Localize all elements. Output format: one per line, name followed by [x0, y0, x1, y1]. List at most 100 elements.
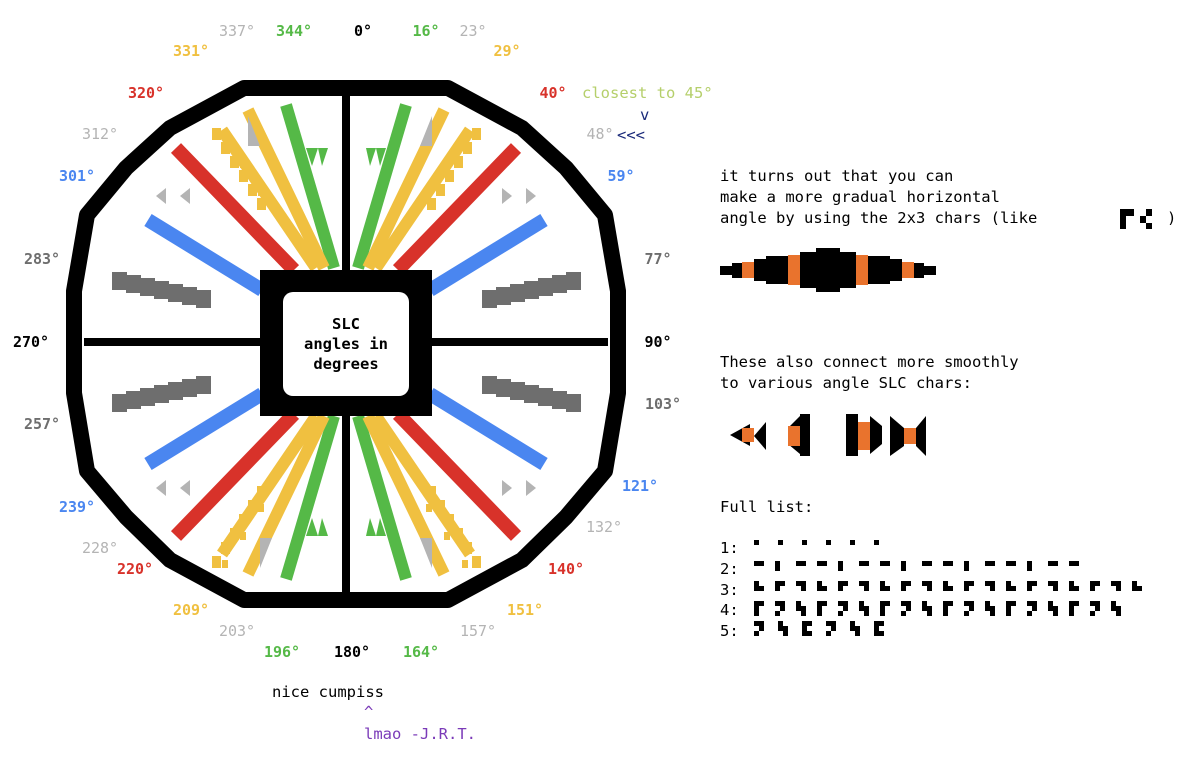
list-glyph-pixel	[1132, 581, 1137, 586]
stair-step	[482, 376, 497, 394]
cluster-pixel	[222, 132, 228, 140]
demo-block	[856, 255, 868, 285]
list-glyph-pixel	[754, 561, 759, 566]
inline-glyph	[1146, 223, 1152, 229]
list-glyph-pixel	[964, 601, 969, 606]
cluster-pixel	[427, 198, 436, 210]
list-glyph-pixel	[807, 621, 812, 626]
connector-shape	[870, 416, 882, 454]
list-glyph-pixel	[901, 566, 906, 571]
list-glyph-pixel	[780, 601, 785, 606]
list-glyph-pixel	[802, 626, 807, 631]
yellow-pixel-cluster	[212, 486, 266, 568]
angle-label: 23°	[459, 22, 486, 40]
list-glyph-pixel	[885, 561, 890, 566]
spoke-red	[392, 409, 522, 541]
list-glyph-pixel	[783, 626, 788, 631]
list-glyph-pixel	[1095, 601, 1100, 606]
angle-label: 337°	[219, 22, 255, 40]
list-glyph-pixel	[1090, 611, 1095, 616]
list-glyph-pixel	[817, 581, 822, 586]
demo-block	[742, 262, 754, 278]
stair-step	[196, 376, 211, 394]
angle-label: 344°	[276, 22, 312, 40]
list-glyph-pixel	[874, 626, 879, 631]
list-glyph-pixel	[880, 586, 885, 591]
inline-glyph	[1146, 209, 1152, 216]
center-label-line-2: angles in	[304, 335, 388, 353]
spoke-green	[280, 103, 340, 270]
list-glyph-pixel	[964, 581, 969, 586]
stair-step	[496, 379, 511, 397]
spoke-green	[280, 414, 340, 581]
cluster-pixel	[444, 160, 450, 168]
list-glyph-pixel	[859, 561, 864, 566]
triangle-marker	[366, 518, 376, 536]
angle-label: 331°	[173, 42, 209, 60]
list-glyph-pixel	[1116, 606, 1121, 611]
cluster-pixel	[454, 156, 463, 168]
glyph-list	[754, 540, 1142, 636]
angle-label: 29°	[493, 42, 520, 60]
cluster-pixel	[239, 170, 248, 182]
spoke-blue	[426, 388, 548, 470]
angle-label: 270°	[13, 333, 49, 351]
spoke-blue	[144, 214, 266, 296]
demo-block	[720, 266, 732, 275]
angle-label: 157°	[460, 622, 496, 640]
list-glyph-pixel	[759, 626, 764, 631]
angle-label: 312°	[82, 125, 118, 143]
spoke-yellow	[371, 126, 475, 272]
caret-note: ^	[364, 703, 374, 721]
arrow-left-note: <<<	[617, 126, 645, 144]
list-glyph-pixel	[943, 611, 948, 616]
list-glyph-pixel	[927, 606, 932, 611]
angle-label: 151°	[507, 601, 543, 619]
list-glyph-pixel	[901, 601, 906, 606]
list-glyph-pixel	[838, 561, 843, 566]
lmao-note: lmao -J.R.T.	[364, 725, 476, 743]
horizontal-demos	[720, 209, 1152, 456]
list-glyph-pixel	[1116, 586, 1121, 591]
list-glyph-pixel	[859, 606, 864, 611]
demo-block	[732, 263, 742, 278]
angle-label: 283°	[24, 250, 60, 268]
connector-shape	[788, 426, 800, 446]
list-glyph-pixel	[1069, 606, 1074, 611]
list-glyph-pixel	[1032, 581, 1037, 586]
angle-label: 0°	[354, 22, 372, 40]
list-glyph-pixel	[885, 601, 890, 606]
triangle-marker	[526, 188, 536, 204]
center-box-inner	[283, 292, 409, 396]
angle-label: 140°	[548, 560, 584, 578]
list-glyph-pixel	[864, 561, 869, 566]
list-glyph-pixel	[964, 586, 969, 591]
outer-ring	[66, 80, 626, 608]
list-glyph-pixel	[1069, 601, 1074, 606]
demo-block	[902, 262, 914, 278]
list-glyph-pixel	[1069, 586, 1074, 591]
angle-label: 180°	[334, 643, 370, 661]
list-glyph-pixel	[826, 540, 831, 545]
triangle-marker	[366, 148, 376, 166]
list-glyph-pixel	[754, 601, 759, 606]
list-glyph-pixel	[802, 631, 807, 636]
list-glyph-pixel	[859, 581, 864, 586]
cluster-pixel	[462, 560, 468, 568]
cluster-pixel	[463, 542, 472, 554]
list-glyph-pixel	[1069, 561, 1074, 566]
list-glyph-pixel	[822, 561, 827, 566]
list-glyph-pixel	[1011, 601, 1016, 606]
cluster-pixel	[258, 188, 264, 196]
demo-block	[924, 266, 936, 275]
list-glyph-pixel	[1048, 601, 1053, 606]
list-glyph-pixel	[759, 561, 764, 566]
spoke-yellow	[217, 126, 321, 272]
angle-label: 257°	[24, 415, 60, 433]
demo-block	[840, 252, 856, 288]
connector-shape	[846, 414, 858, 456]
list-glyph-pixel	[1111, 601, 1116, 606]
list-glyph-pixel	[1032, 606, 1037, 611]
list-glyph-pixel	[864, 611, 869, 616]
list-glyph-pixel	[817, 586, 822, 591]
